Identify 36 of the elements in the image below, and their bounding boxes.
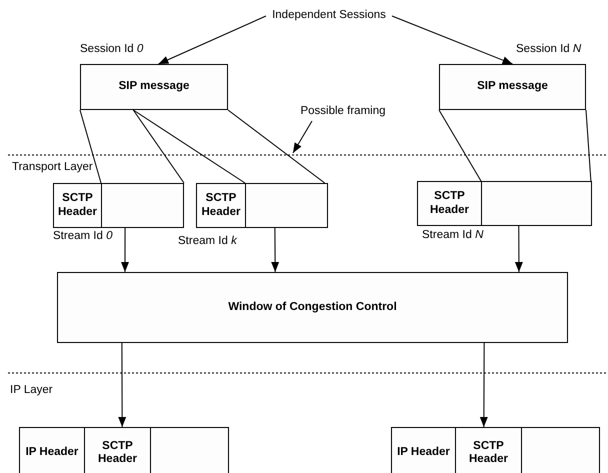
framing-line <box>80 110 102 184</box>
arrow <box>392 16 513 64</box>
arrow <box>118 342 126 428</box>
arrow <box>514 226 523 272</box>
arrow <box>480 342 488 428</box>
id-label: Session Id 0 <box>80 44 144 56</box>
payload-box <box>150 427 229 473</box>
header-box: SIP message <box>439 64 586 110</box>
framing-line <box>228 110 326 184</box>
header-box: IP Header <box>19 427 85 473</box>
arrow <box>271 228 280 272</box>
payload-box <box>521 427 600 473</box>
id-label: Stream Id 0 <box>53 231 112 242</box>
header-box: IP Header <box>391 427 456 473</box>
framing-line <box>132 110 246 184</box>
text-label: Independent Sessions <box>266 7 392 25</box>
id-label: Session Id N <box>516 44 582 56</box>
text-label: Possible framing <box>296 103 390 121</box>
payload-box <box>101 183 184 228</box>
header-box: SIP message <box>80 64 228 110</box>
id-label: Stream Id N <box>422 230 484 242</box>
framing-line <box>132 110 184 184</box>
arrow <box>120 228 129 272</box>
arrow <box>292 120 312 154</box>
payload-box <box>481 181 592 226</box>
header-box: SCTP Header <box>417 181 482 226</box>
header-box: SCTP Header <box>53 183 102 228</box>
payload-box <box>245 183 328 228</box>
id-label: Stream Id k <box>178 236 237 248</box>
arrow <box>158 16 266 64</box>
header-box: Window of Congestion Control <box>57 272 568 343</box>
framing-line <box>438 110 482 182</box>
framing-line <box>586 110 592 182</box>
header-box: SCTP Header <box>196 183 246 228</box>
layer-label: Transport Layer <box>12 162 93 174</box>
layer-label: IP Layer <box>10 385 53 396</box>
